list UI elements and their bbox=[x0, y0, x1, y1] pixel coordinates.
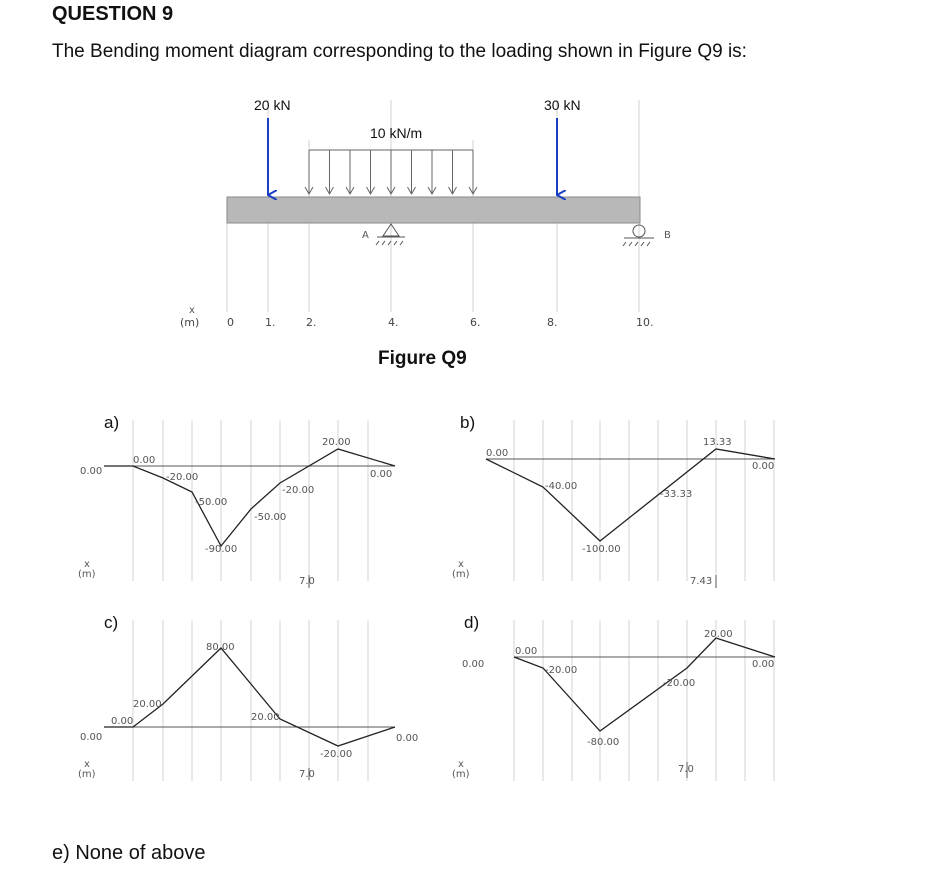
moment-value-label: 20.00 bbox=[322, 437, 351, 448]
moment-curve bbox=[104, 647, 396, 747]
figure-x-tick: 0 bbox=[227, 316, 234, 329]
x-unit: (m) bbox=[452, 769, 470, 780]
moment-value-label: -50.00 bbox=[254, 512, 286, 523]
x-unit: (m) bbox=[452, 569, 470, 580]
moment-value-label: 0.00 bbox=[396, 733, 418, 744]
support-b-icon bbox=[622, 224, 654, 247]
moment-value-label: -20.00 bbox=[545, 665, 577, 676]
moment-value-label: -20.00 bbox=[282, 485, 314, 496]
moment-value-label: 80.00 bbox=[206, 642, 235, 653]
udl-arrows bbox=[304, 149, 478, 196]
moment-value-label: 0.00 bbox=[370, 469, 392, 480]
option-label: b) bbox=[460, 413, 475, 432]
question-heading: QUESTION 9 bbox=[52, 3, 174, 25]
figure-x-tick: 8. bbox=[547, 316, 558, 329]
figure-x-tick: 1. bbox=[265, 316, 276, 329]
beam bbox=[226, 196, 641, 224]
point-load-2-label: 30 kN bbox=[544, 97, 581, 113]
x-label: x bbox=[458, 559, 464, 570]
option-b-diagram[interactable]: b) x(m) 0.00 -40.00 -100.00 -33.33 13.33 0.00 7.… bbox=[452, 413, 776, 588]
moment-value-label: 0.00 bbox=[752, 659, 774, 670]
moment-value-label: -80.00 bbox=[587, 737, 619, 748]
figure-x-tick: 2. bbox=[306, 316, 317, 329]
moment-value-label: 20.00 bbox=[251, 712, 280, 723]
udl-label: 10 kN/m bbox=[370, 125, 422, 141]
moment-value-label: -20.00 bbox=[663, 678, 695, 689]
moment-curve bbox=[513, 637, 776, 732]
zero-crossing-label: 7.43 bbox=[690, 576, 712, 587]
moment-curve bbox=[104, 448, 396, 548]
moment-value-label: -33.33 bbox=[660, 489, 692, 500]
figure-x-tick: 6. bbox=[470, 316, 481, 329]
moment-value-label: 20.00 bbox=[704, 629, 733, 640]
moment-value-label: -90.00 bbox=[205, 544, 237, 555]
option-label: c) bbox=[104, 613, 118, 632]
option-a-diagram[interactable]: a) 0.00 x(m) 0.00 -20.00 -50.00 -90.00 -50.00 -2… bbox=[78, 413, 396, 588]
figure-x-label: x bbox=[189, 305, 195, 316]
figure-x-unit: (m) bbox=[180, 316, 199, 329]
figure-caption: Figure Q9 bbox=[378, 348, 467, 369]
zero-crossing-label: 7.0 bbox=[299, 576, 315, 587]
moment-value-label: 0.00 bbox=[752, 461, 774, 472]
option-e[interactable]: e) None of above bbox=[52, 842, 206, 864]
moment-value-label: -100.00 bbox=[582, 544, 621, 555]
option-c-diagram[interactable]: c)0.00x(m)0.0020.0080.0020.00-20.000.007… bbox=[78, 613, 418, 781]
option-label: a) bbox=[104, 413, 119, 432]
figure-x-ticks: 0 1. 2. 4. 6. 8. 10. bbox=[227, 316, 654, 329]
zero-crossing-label: 7.0 bbox=[299, 769, 315, 780]
point-load-1-label: 20 kN bbox=[254, 97, 291, 113]
figure-x-tick: 4. bbox=[388, 316, 399, 329]
axis-value-label: 0.00 bbox=[80, 732, 102, 743]
moment-value-label: 0.00 bbox=[111, 716, 133, 727]
axis-value-label: 0.00 bbox=[80, 466, 102, 477]
moment-value-label: -40.00 bbox=[545, 481, 577, 492]
moment-value-label: -50.00 bbox=[195, 497, 227, 508]
moment-value-label: 0.00 bbox=[486, 448, 508, 459]
moment-value-label: -20.00 bbox=[320, 749, 352, 760]
x-label: x bbox=[84, 559, 90, 570]
figure-x-tick: 10. bbox=[636, 316, 654, 329]
x-unit: (m) bbox=[78, 769, 96, 780]
moment-value-label: 0.00 bbox=[515, 646, 537, 657]
moment-value-label: -20.00 bbox=[166, 472, 198, 483]
moment-value-label: 13.33 bbox=[703, 437, 732, 448]
moment-value-label: 0.00 bbox=[133, 455, 155, 466]
axis-value-label: 0.00 bbox=[462, 659, 484, 670]
x-label: x bbox=[458, 759, 464, 770]
moment-value-label: 20.00 bbox=[133, 699, 162, 710]
option-label: d) bbox=[464, 613, 479, 632]
question-text: The Bending moment diagram corresponding… bbox=[52, 41, 747, 62]
zero-crossing-label: 7.0 bbox=[678, 764, 694, 775]
x-unit: (m) bbox=[78, 569, 96, 580]
support-a-label: A bbox=[362, 230, 369, 241]
support-b-label: B bbox=[664, 230, 671, 241]
option-d-diagram[interactable]: d) 0.00 x(m) 0.00 -20.00 -80.00 -20.00 20.00 0.0… bbox=[452, 613, 776, 781]
support-a-icon bbox=[375, 223, 405, 246]
moment-curve bbox=[485, 448, 776, 542]
x-label: x bbox=[84, 759, 90, 770]
